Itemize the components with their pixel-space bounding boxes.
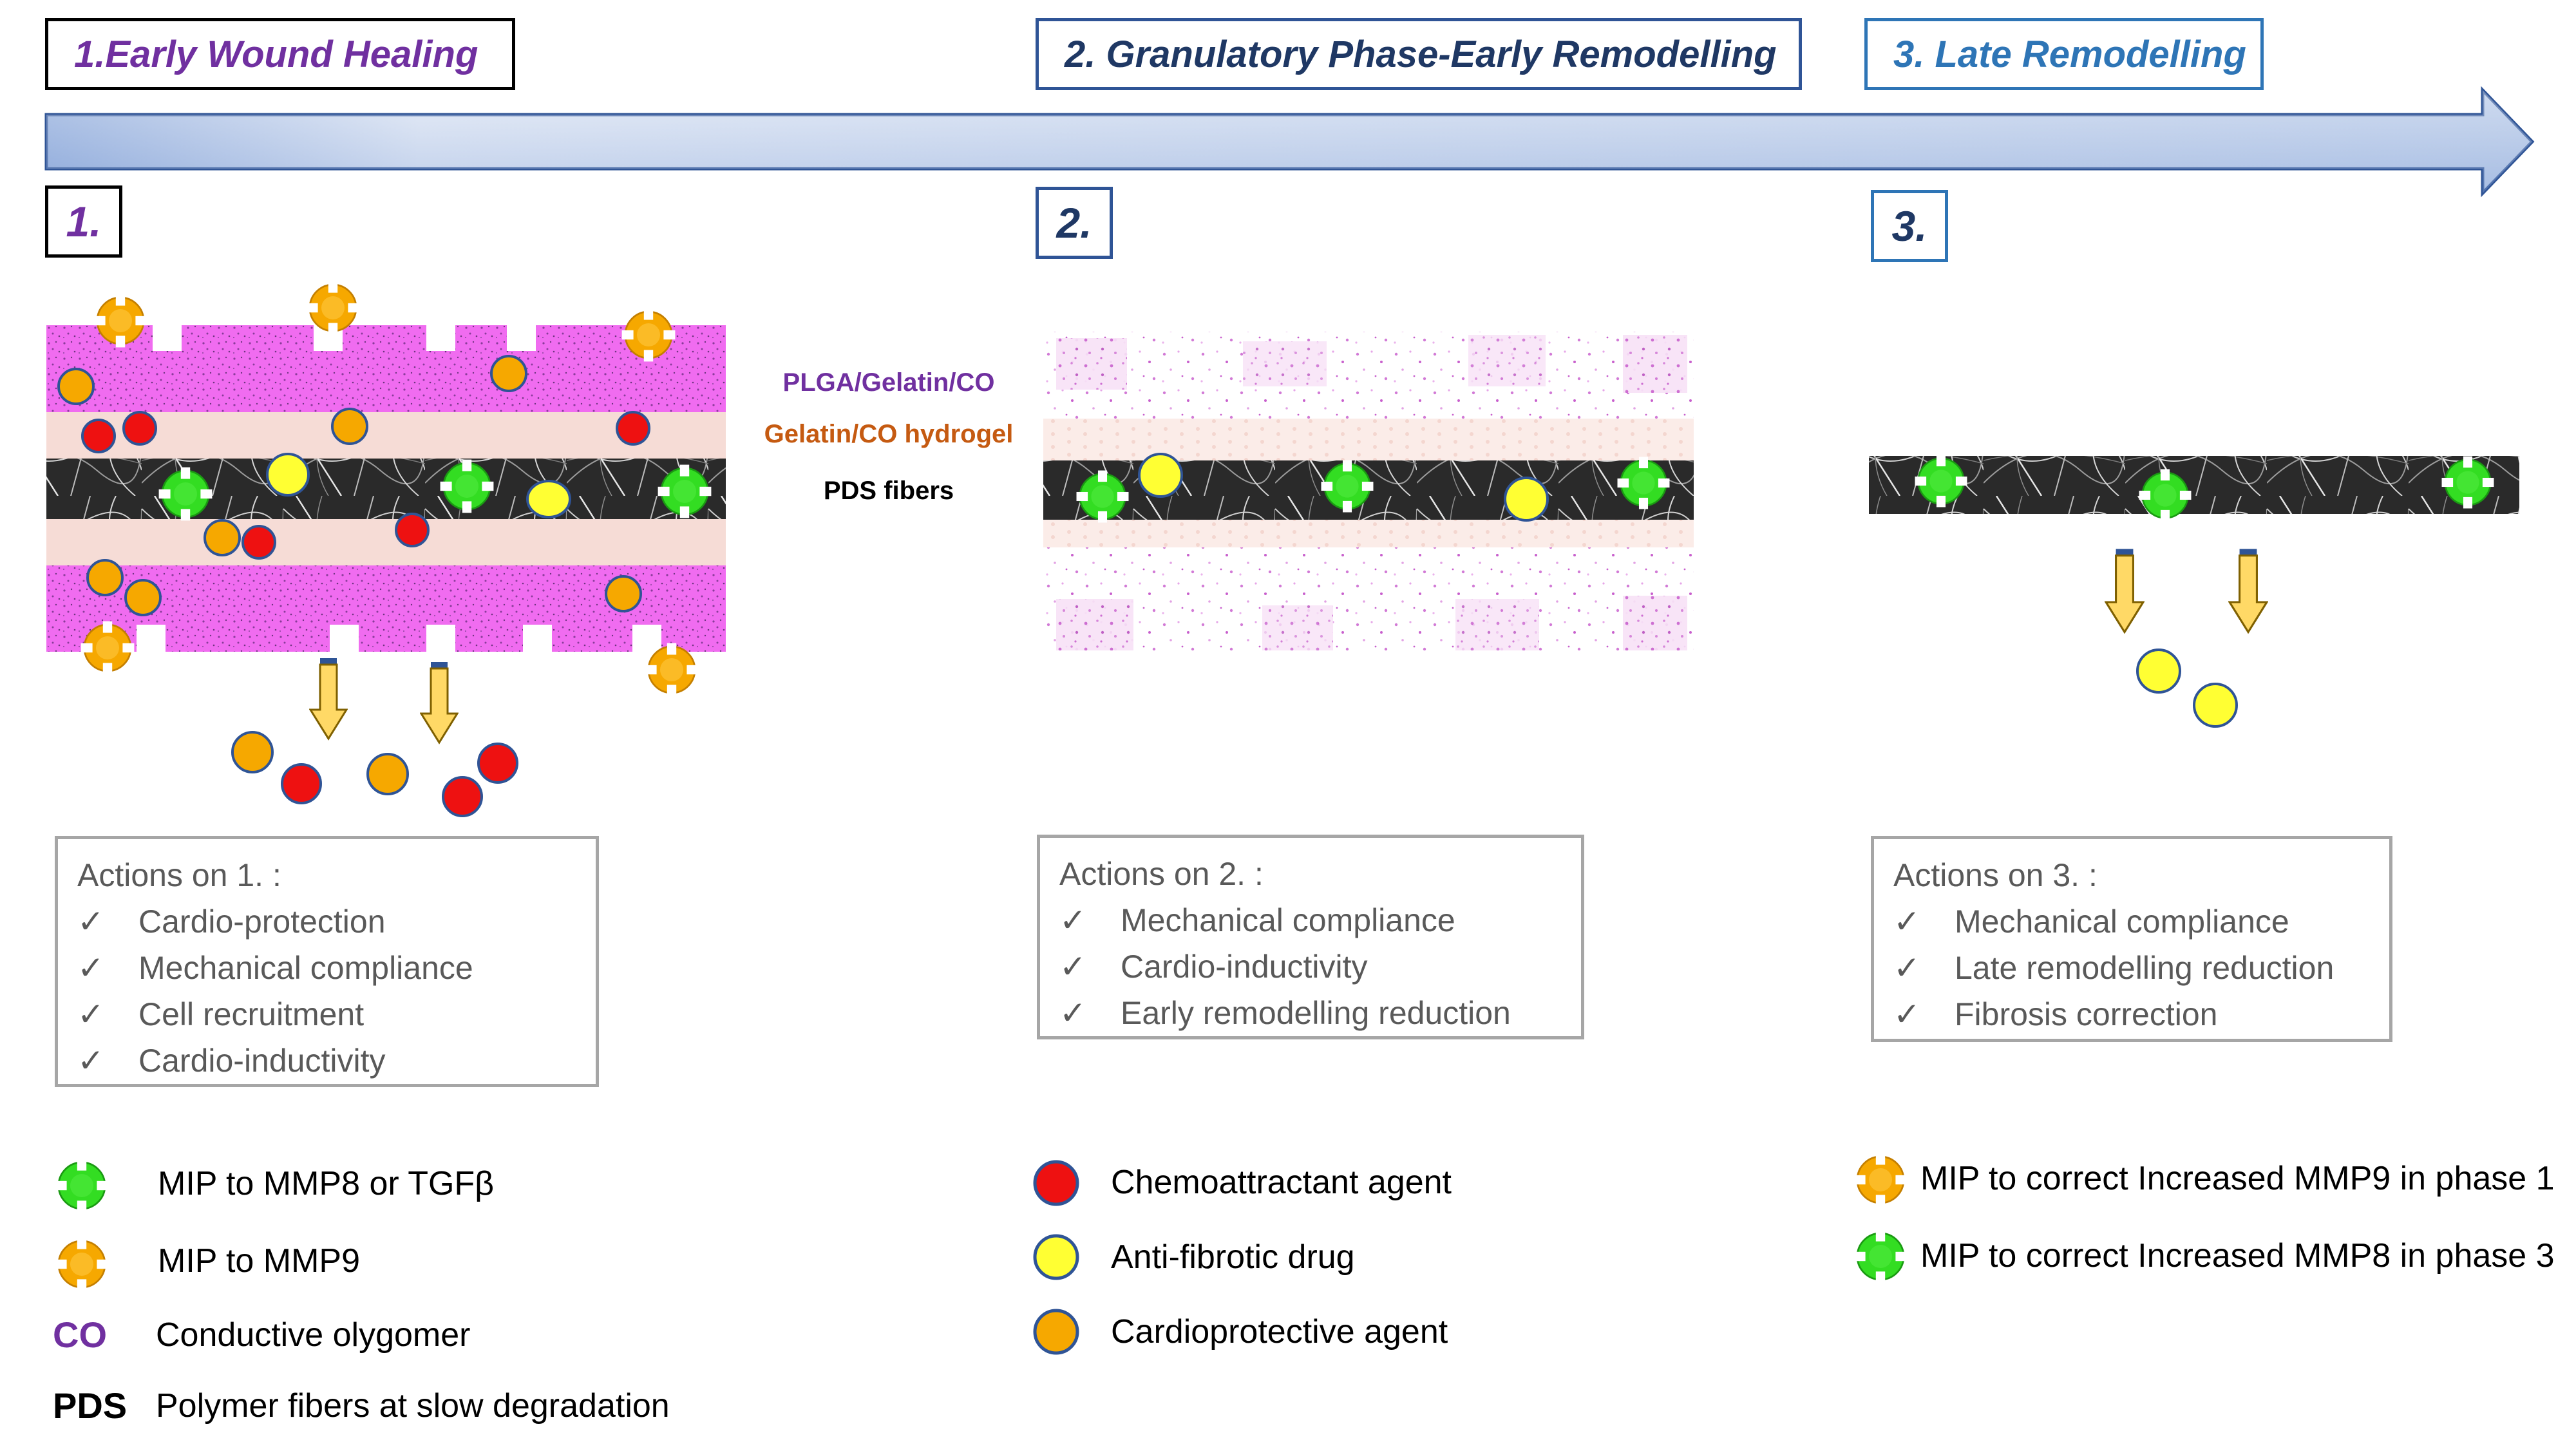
scaffold-stage-3 <box>1869 456 2519 514</box>
stage-3-particles <box>1914 454 2495 728</box>
legend-cardioprotective: Cardioprotective agent <box>1111 1312 1448 1351</box>
stage-2-particles <box>1075 453 1671 524</box>
release-arrow <box>309 658 348 740</box>
legend-mip-phase3: MIP to correct Increased MMP8 in phase 3 <box>1920 1236 2555 1275</box>
release-arrow <box>2105 549 2145 634</box>
action-item: ✓ Cardio-protection <box>77 898 576 945</box>
check-icon: ✓ <box>1059 949 1086 985</box>
phase-title-granulatory: 2. Granulatory Phase-Early Remodelling <box>1036 18 1802 90</box>
action-item: ✓ Late remodelling reduction <box>1893 945 2370 991</box>
legend-abbr-co: CO <box>53 1314 107 1355</box>
stage-number-text: 2. <box>1056 199 1092 247</box>
action-item: ✓ Cardio-inductivity <box>77 1037 576 1084</box>
check-icon: ✓ <box>77 950 104 986</box>
legend-abbr-pds: PDS <box>53 1385 128 1426</box>
check-icon: ✓ <box>1893 996 1920 1032</box>
legend-text: Conductive olygomer <box>156 1316 471 1354</box>
action-item: ✓ Mechanical compliance <box>1893 898 2370 945</box>
actions-box-3: Actions on 3. : ✓ Mechanical compliance ✓… <box>1871 836 2392 1042</box>
action-item: ✓ Mechanical compliance <box>1059 897 1562 943</box>
stage-number-text: 1. <box>66 198 102 245</box>
action-item: ✓ Cardio-inductivity <box>1059 943 1562 990</box>
action-text: Mechanical compliance <box>1121 902 1455 938</box>
legend-text: Cardioprotective agent <box>1111 1313 1448 1350</box>
legend-mip-phase1: MIP to correct Increased MMP9 in phase 1 <box>1920 1159 2555 1198</box>
actions-box-2: Actions on 2. : ✓ Mechanical compliance ✓… <box>1037 835 1584 1039</box>
actions-title: Actions on 3. : <box>1893 857 2098 893</box>
action-text: Cardio-inductivity <box>1121 949 1368 985</box>
stage-number-2: 2. <box>1036 187 1113 259</box>
legend-anti-fibrotic: Anti-fibrotic drug <box>1111 1238 1355 1276</box>
legend-text: Anti-fibrotic drug <box>1111 1238 1355 1276</box>
action-item: ✓ Early remodelling reduction <box>1059 990 1562 1036</box>
legend-chemoattractant: Chemoattractant agent <box>1111 1163 1452 1202</box>
legend-orange-mip-icon <box>1853 1152 1908 1208</box>
action-item: ✓ Fibrosis correction <box>1893 991 2370 1037</box>
check-icon: ✓ <box>1893 950 1920 986</box>
actions-box-1: Actions on 1. : ✓ Cardio-protection ✓ Mech… <box>55 836 599 1087</box>
phase-title-text: 2. Granulatory Phase-Early Remodelling <box>1065 33 1777 75</box>
check-icon: ✓ <box>1059 902 1086 938</box>
stage-1-particles <box>57 280 712 817</box>
label-pds-fibers: PDS fibers <box>823 477 954 505</box>
legend-mip-mmp8: MIP to MMP8 or TGFβ <box>158 1164 494 1203</box>
label-plga-gelatin-co: PLGA/Gelatin/CO <box>782 368 995 397</box>
scaffold-stage-1 <box>46 325 726 652</box>
stage-number-text: 3. <box>1891 202 1927 250</box>
action-text: Cardio-inductivity <box>138 1043 386 1079</box>
check-icon: ✓ <box>1059 995 1086 1031</box>
release-arrow <box>420 662 459 744</box>
check-icon: ✓ <box>1893 904 1920 940</box>
stage-number-3: 3. <box>1871 190 1948 262</box>
phase-title-late-remodelling: 3. Late Remodelling <box>1864 18 2264 90</box>
check-icon: ✓ <box>77 996 104 1032</box>
action-text: Cardio-protection <box>138 904 386 940</box>
action-text: Late remodelling reduction <box>1955 950 2334 986</box>
phase-title-text: 3. Late Remodelling <box>1893 33 2246 75</box>
release-arrow <box>2228 549 2268 634</box>
action-item: ✓ Cell recruitment <box>77 991 576 1037</box>
legend-green-mip-icon <box>54 1158 109 1213</box>
action-text: Mechanical compliance <box>1955 904 2289 940</box>
timeline-arrow <box>44 86 2535 198</box>
legend-text: Polymer fibers at slow degradation <box>156 1387 670 1425</box>
legend-mip-mmp9: MIP to MMP9 <box>158 1242 360 1280</box>
action-text: Cell recruitment <box>138 996 365 1032</box>
action-text: Mechanical compliance <box>138 950 473 986</box>
action-text: Early remodelling reduction <box>1121 995 1511 1031</box>
legend-text: MIP to MMP8 or TGFβ <box>158 1165 495 1202</box>
action-text: Fibrosis correction <box>1955 996 2218 1032</box>
legend-text: Chemoattractant agent <box>1111 1164 1452 1201</box>
phase-title-text: 1.Early Wound Healing <box>74 33 478 75</box>
legend-text: MIP to correct Increased MMP9 in phase 1 <box>1920 1160 2555 1197</box>
stage-number-1: 1. <box>45 185 122 258</box>
legend-icons <box>54 1152 1908 1355</box>
legend-green-mip-icon <box>1853 1229 1908 1284</box>
action-item: ✓ Mechanical compliance <box>77 945 576 991</box>
phase-title-early-wound-healing: 1.Early Wound Healing <box>45 18 515 90</box>
legend-pds: PDS Polymer fibers at slow degradation <box>53 1385 670 1426</box>
check-icon: ✓ <box>77 1043 104 1079</box>
label-gelatin-co-hydrogel: Gelatin/CO hydrogel <box>764 420 1014 448</box>
legend-text: MIP to correct Increased MMP8 in phase 3 <box>1920 1237 2555 1274</box>
actions-title: Actions on 1. : <box>77 857 281 893</box>
legend-text: MIP to MMP9 <box>158 1242 361 1280</box>
legend-orange-mip-icon <box>54 1236 109 1292</box>
legend-co: CO Conductive olygomer <box>53 1314 470 1356</box>
check-icon: ✓ <box>77 904 104 940</box>
actions-title: Actions on 2. : <box>1059 856 1264 892</box>
